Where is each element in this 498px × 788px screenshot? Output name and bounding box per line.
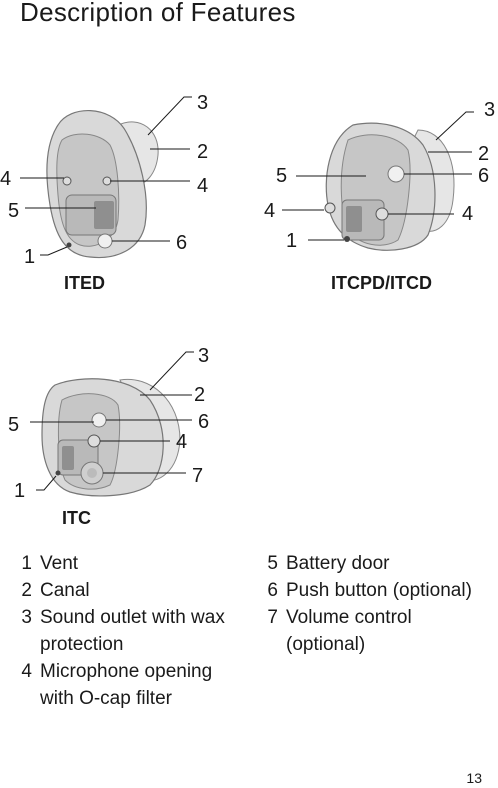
model-label-itcpd: ITCPD/ITCD bbox=[331, 273, 432, 293]
callout-4: 4 bbox=[197, 175, 208, 197]
callout-4: 4 bbox=[0, 168, 11, 190]
itc-diagram: 3 2 5 6 4 7 1 bbox=[8, 345, 209, 502]
callout-7: 7 bbox=[192, 465, 203, 487]
callout-2: 2 bbox=[194, 384, 205, 406]
ited-diagram: 3 2 4 4 5 6 1 bbox=[0, 92, 208, 268]
callout-2: 2 bbox=[197, 141, 208, 163]
callout-1: 1 bbox=[24, 246, 35, 268]
callout-5: 5 bbox=[8, 414, 19, 436]
callout-3: 3 bbox=[198, 345, 209, 367]
callout-3: 3 bbox=[197, 92, 208, 114]
callout-2: 2 bbox=[478, 143, 489, 165]
callout-6: 6 bbox=[478, 165, 489, 187]
callout-6: 6 bbox=[176, 232, 187, 254]
callout-4: 4 bbox=[264, 200, 275, 222]
callout-6: 6 bbox=[198, 411, 209, 433]
callout-5: 5 bbox=[8, 200, 19, 222]
page-title: Description of Features bbox=[20, 0, 296, 27]
callout-1: 1 bbox=[286, 230, 297, 252]
page-number: 13 bbox=[466, 770, 482, 786]
callout-4: 4 bbox=[176, 431, 187, 453]
callout-1: 1 bbox=[14, 480, 25, 502]
itcpd-diagram: 3 2 5 6 4 4 1 bbox=[264, 99, 495, 252]
callout-4: 4 bbox=[462, 203, 473, 225]
model-label-ited: ITED bbox=[64, 273, 106, 293]
model-label-itc: ITC bbox=[62, 508, 91, 528]
callout-3: 3 bbox=[484, 99, 495, 121]
callout-5: 5 bbox=[276, 165, 287, 187]
